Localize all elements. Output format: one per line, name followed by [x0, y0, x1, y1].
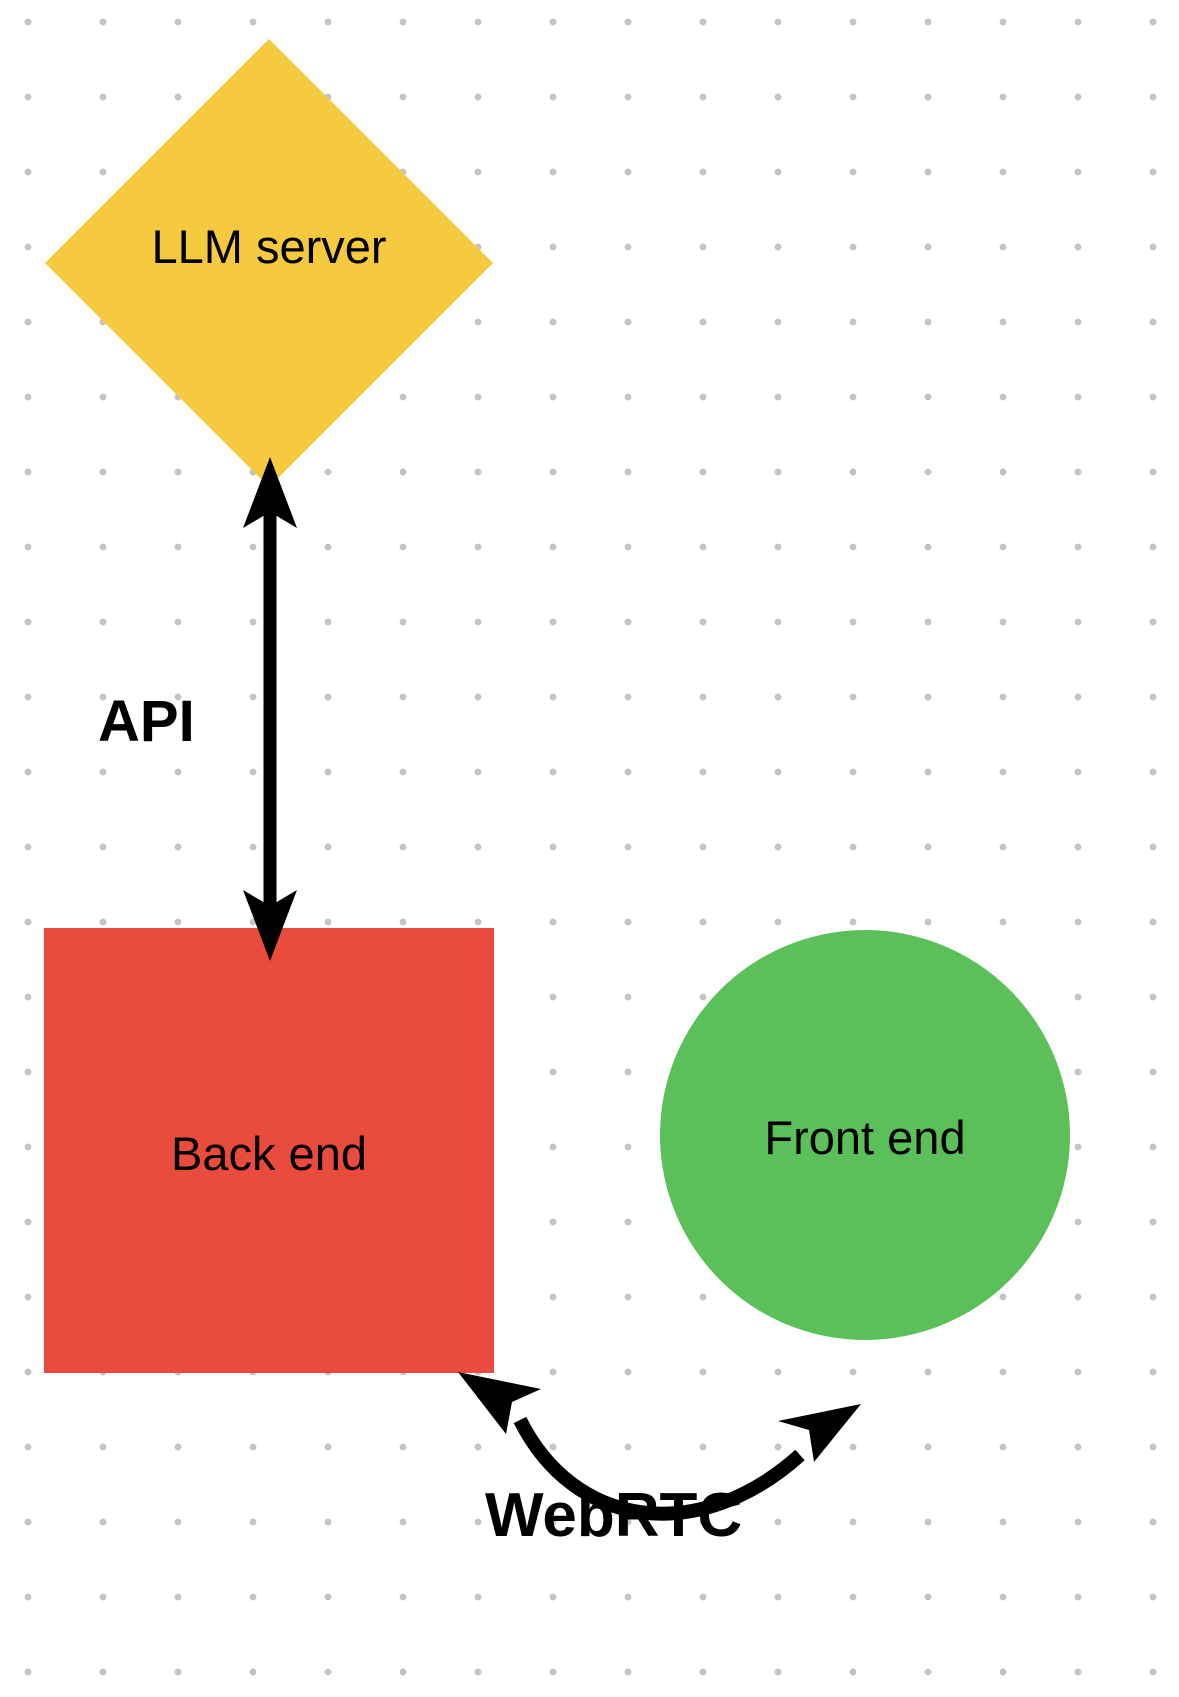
circle-shape	[660, 930, 1070, 1340]
webrtc-arrowhead-left-icon	[458, 1372, 541, 1434]
node-back-end[interactable]: Back end	[44, 928, 494, 1373]
webrtc-arrowhead-right-icon	[778, 1404, 861, 1462]
edge-label-webrtc: WebRTC	[485, 1481, 743, 1550]
diamond-shape	[45, 39, 493, 487]
node-llm-server[interactable]: LLM server	[45, 39, 493, 487]
square-shape	[44, 928, 494, 1373]
node-front-end[interactable]: Front end	[660, 930, 1070, 1340]
edge-api-arrow[interactable]	[243, 457, 297, 961]
edge-label-api: API	[98, 689, 195, 754]
